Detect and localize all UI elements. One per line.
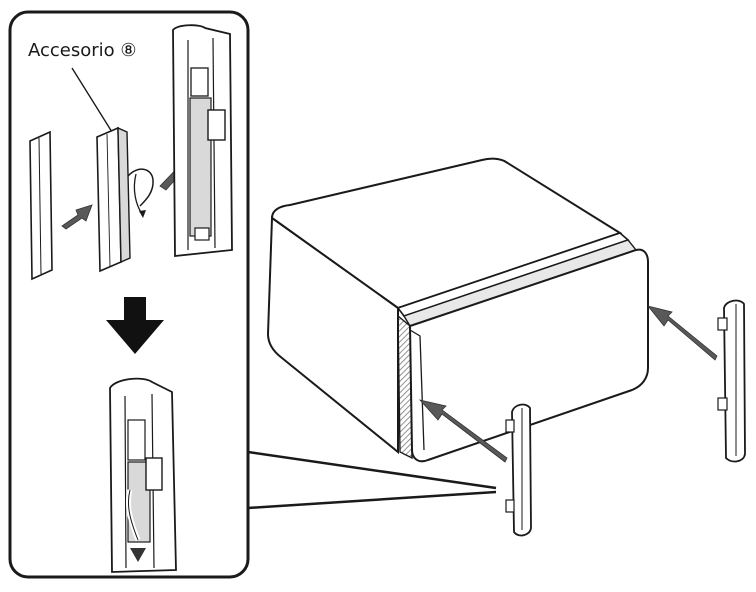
curved-arrow-icon (127, 168, 154, 218)
top-bracket (172, 24, 233, 257)
insert-arrow-right (646, 305, 718, 361)
bottom-bracket (109, 377, 177, 573)
accessory-label: Accesorio ⑧ (28, 40, 137, 61)
head-unit-chassis (266, 157, 649, 463)
trim-piece-front (505, 403, 532, 537)
arrow-down-icon (106, 297, 164, 354)
accessory-8-strip (96, 126, 131, 273)
trim-piece-right (717, 299, 746, 463)
callout-leader-line (71, 67, 113, 133)
plain-strip (29, 130, 53, 281)
push-arrow-1 (61, 204, 93, 230)
zoom-callout-wedge (247, 450, 497, 510)
insert-arrow-front (418, 399, 508, 463)
